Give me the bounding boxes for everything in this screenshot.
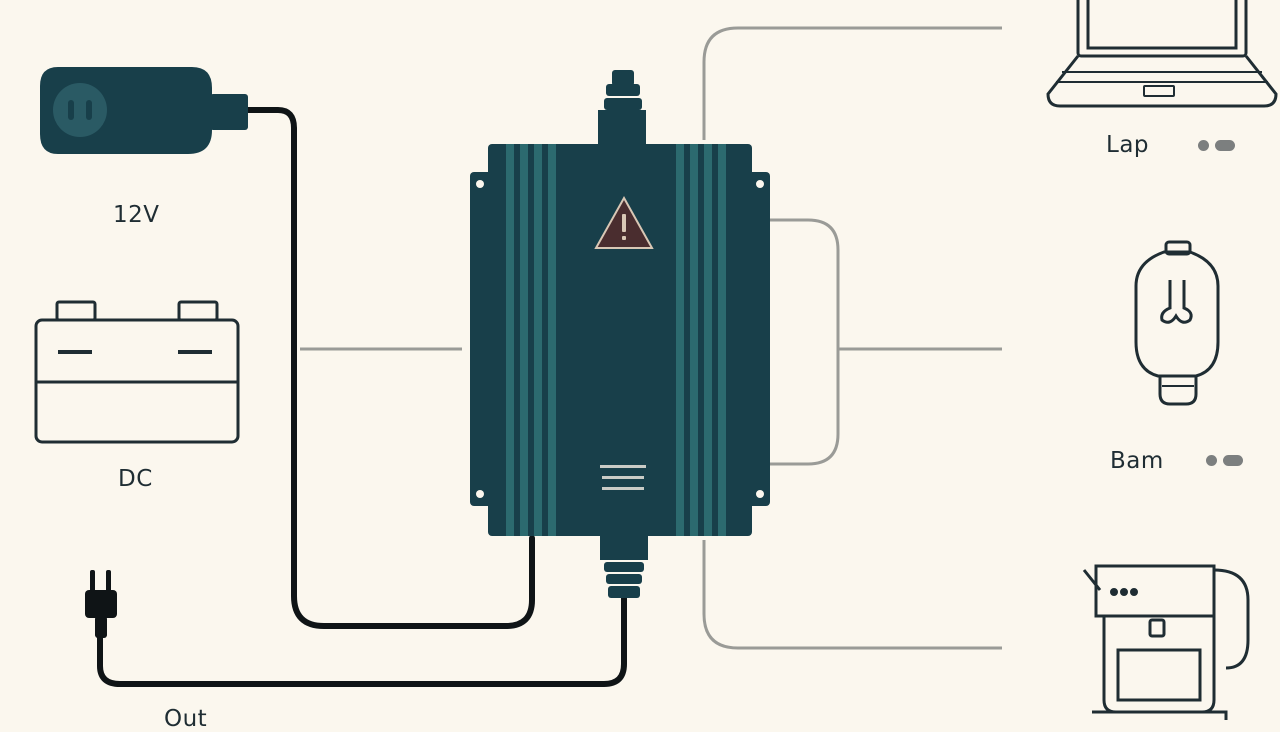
status-dot bbox=[1215, 140, 1235, 151]
status-dot bbox=[1206, 455, 1217, 466]
laptop-icon bbox=[1046, 0, 1278, 108]
warning-triangle-icon bbox=[594, 195, 654, 249]
status-dot bbox=[1223, 455, 1243, 466]
cables bbox=[97, 107, 627, 687]
bulb-status-dots bbox=[1206, 455, 1243, 466]
battery-icon bbox=[34, 300, 240, 444]
laptop-label: Lap bbox=[1106, 132, 1150, 158]
light-bulb-icon bbox=[1134, 240, 1220, 406]
blender-connector-line bbox=[702, 540, 1002, 650]
power-inverter-icon bbox=[470, 70, 770, 598]
plug-cable bbox=[97, 595, 627, 687]
battery-type-label: DC bbox=[118, 466, 153, 492]
right-bracket-line bbox=[770, 218, 840, 466]
blender-icon bbox=[1082, 564, 1250, 720]
bulb-label: Bam bbox=[1110, 448, 1164, 474]
status-dot bbox=[1198, 140, 1209, 151]
laptop-status-dots bbox=[1198, 140, 1235, 151]
laptop-connector-line bbox=[702, 26, 1002, 140]
socket-voltage-label: 12V bbox=[113, 202, 160, 228]
spec-plate-lines bbox=[600, 465, 646, 490]
bottom-label: Out bbox=[164, 706, 208, 732]
socket-cable bbox=[243, 107, 535, 629]
connector-lines bbox=[300, 26, 1002, 650]
ac-plug-icon bbox=[85, 570, 117, 638]
car-socket-plug-icon bbox=[40, 67, 248, 154]
